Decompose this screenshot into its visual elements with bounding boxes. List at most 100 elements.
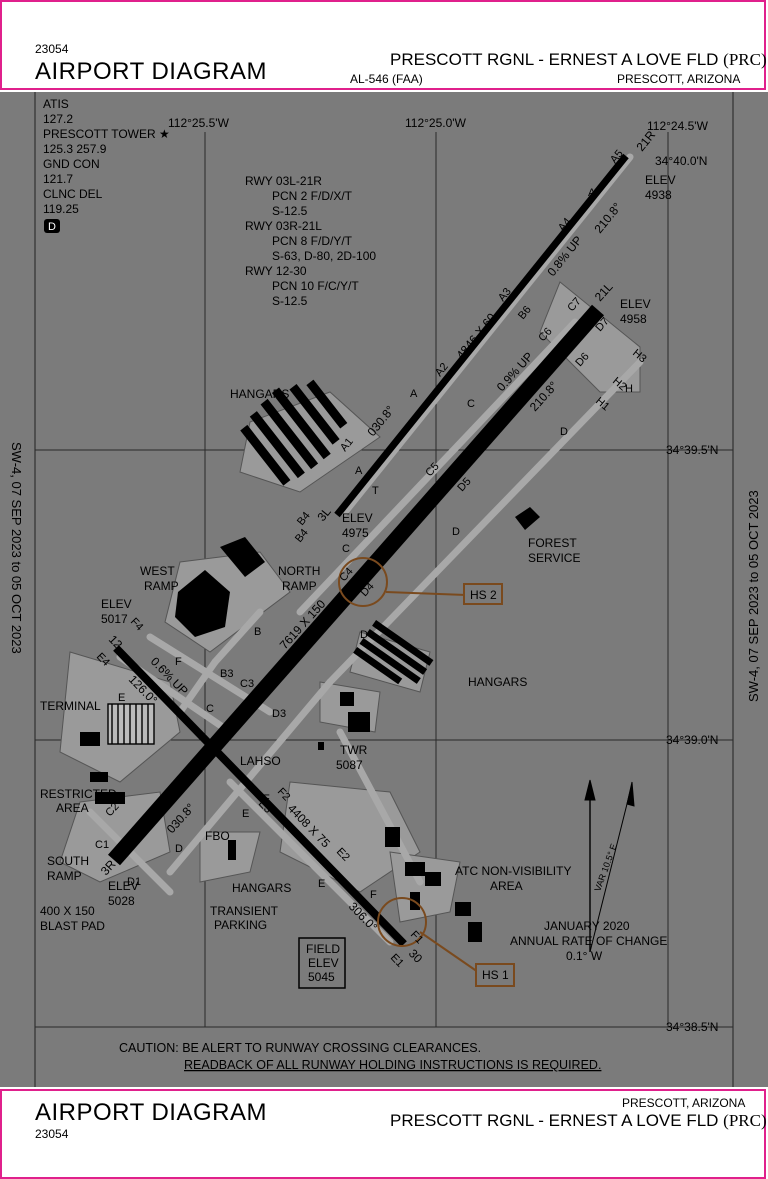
tower-freq: 125.3 257.9 bbox=[43, 142, 107, 156]
map-label: D1 bbox=[127, 876, 141, 888]
side-note-left: SW-4, 07 SEP 2023 to 05 OCT 2023 bbox=[9, 442, 24, 654]
map-label: ATC NON-VISIBILITY bbox=[455, 864, 571, 878]
field-elev-box bbox=[298, 937, 346, 989]
map-label: BLAST PAD bbox=[40, 919, 105, 933]
map-label: C bbox=[467, 398, 475, 410]
map-label: E bbox=[242, 808, 249, 820]
hs1-box bbox=[475, 963, 515, 987]
map-label: HS 1 bbox=[482, 968, 509, 982]
map-label: D3 bbox=[272, 708, 286, 720]
footer-airport-name: PRESCOTT RGNL - ERNEST A LOVE FLD (PRC) bbox=[390, 1111, 767, 1130]
map-label: F bbox=[263, 793, 270, 805]
map-label: ELEV bbox=[108, 879, 139, 893]
map-label: D bbox=[48, 221, 56, 233]
map-label: B3 bbox=[220, 668, 233, 680]
caution-line-2: READBACK OF ALL RUNWAY HOLDING INSTRUCTI… bbox=[184, 1058, 601, 1072]
map-label: C bbox=[342, 543, 350, 555]
map-label: SERVICE bbox=[528, 551, 580, 565]
map-label: C1 bbox=[95, 839, 109, 851]
hs2-box bbox=[463, 583, 503, 605]
map-label: HANGARS bbox=[468, 675, 527, 689]
pcn-4: PCN 8 F/D/Y/T bbox=[272, 234, 353, 248]
al-number: AL-546 (FAA) bbox=[350, 72, 423, 86]
d-badge bbox=[44, 219, 60, 233]
map-label: 5087 bbox=[336, 758, 363, 772]
clnc-label: CLNC DEL bbox=[43, 187, 103, 201]
runway-03l-21r bbox=[334, 153, 629, 518]
map-label: ELEV bbox=[101, 597, 132, 611]
map-label: ELEV bbox=[342, 511, 373, 525]
header-band: 23054 AIRPORT DIAGRAM PRESCOTT RGNL - ER… bbox=[0, 0, 767, 90]
airport-diagram: ATIS 127.2 PRESCOTT TOWER ★ 125.3 257.9 … bbox=[0, 92, 768, 1087]
pcn-6: RWY 12-30 bbox=[245, 264, 307, 278]
side-note-right: SW-4, 07 SEP 2023 to 05 OCT 2023 bbox=[746, 490, 761, 702]
atis-label: ATIS bbox=[43, 97, 69, 111]
footer-volume-number: 23054 bbox=[35, 1127, 69, 1141]
terminal-restricted-area bbox=[107, 703, 155, 745]
lat-390: 34°39.0'N bbox=[666, 733, 718, 747]
pcn-5: S-63, D-80, 2D-100 bbox=[272, 249, 376, 263]
gnd-freq: 121.7 bbox=[43, 172, 73, 186]
buildings bbox=[80, 379, 540, 942]
footer-band: AIRPORT DIAGRAM 23054 PRESCOTT, ARIZONA … bbox=[0, 1089, 767, 1179]
map-label: FIELD bbox=[306, 942, 340, 956]
map-label: 5017 bbox=[101, 612, 128, 626]
map-label: AREA bbox=[490, 879, 523, 893]
map-label: A bbox=[410, 388, 418, 400]
map-label: F bbox=[370, 889, 377, 901]
lon-left: 112°25.5'W bbox=[168, 116, 230, 130]
map-label: JANUARY 2020 bbox=[544, 919, 630, 933]
map-label: H bbox=[625, 383, 633, 395]
map-label: HS 2 bbox=[470, 588, 497, 602]
map-label: NORTH bbox=[278, 564, 320, 578]
pcn-1: PCN 2 F/D/X/T bbox=[272, 189, 353, 203]
map-label: 0.1° W bbox=[566, 949, 603, 963]
map-label: SOUTH bbox=[47, 854, 89, 868]
map-label: D bbox=[175, 843, 183, 855]
footer-location: PRESCOTT, ARIZONA bbox=[622, 1096, 746, 1110]
map-label: PARKING bbox=[214, 918, 267, 932]
lon-mid: 112°25.0'W bbox=[405, 116, 467, 130]
footer-title: AIRPORT DIAGRAM bbox=[35, 1099, 267, 1126]
map-label: 400 X 150 bbox=[40, 904, 95, 918]
map-label: RAMP bbox=[47, 869, 82, 883]
map-label: HANGARS bbox=[232, 881, 291, 895]
map-label: ELEV bbox=[620, 297, 651, 311]
map-label: TERMINAL bbox=[40, 699, 101, 713]
map-label: 4975 bbox=[342, 526, 369, 540]
map-label: HANGARS bbox=[230, 387, 289, 401]
pcn-8: S-12.5 bbox=[272, 294, 308, 308]
hs1-circle bbox=[377, 897, 427, 947]
map-label: RESTRICTED bbox=[40, 787, 117, 801]
runway-12-30 bbox=[113, 645, 407, 947]
map-label: 4938 bbox=[645, 188, 672, 202]
page-title: AIRPORT DIAGRAM bbox=[35, 58, 267, 85]
map-label: FOREST bbox=[528, 536, 577, 550]
map-label: WEST bbox=[140, 564, 175, 578]
atis-freq: 127.2 bbox=[43, 112, 73, 126]
caution-line-1: CAUTION: BE ALERT TO RUNWAY CROSSING CLE… bbox=[119, 1041, 481, 1055]
runways bbox=[107, 153, 629, 947]
map-label: LAHSO bbox=[240, 754, 281, 768]
volume-number: 23054 bbox=[35, 42, 69, 56]
airport-name: PRESCOTT RGNL - ERNEST A LOVE FLD (PRC) bbox=[390, 50, 767, 69]
clnc-freq: 119.25 bbox=[43, 202, 79, 216]
map-label: ELEV bbox=[645, 173, 676, 187]
map-label: D bbox=[560, 426, 568, 438]
map-label: C3 bbox=[240, 678, 254, 690]
map-label: T bbox=[372, 485, 379, 497]
lat-top: 34°40.0'N bbox=[655, 154, 707, 168]
map-label: E bbox=[118, 692, 125, 704]
map-label: D bbox=[360, 629, 368, 641]
map-label: B bbox=[254, 626, 261, 638]
tower-label: PRESCOTT TOWER ★ bbox=[43, 127, 170, 141]
north-arrow bbox=[584, 779, 635, 953]
pcn-7: PCN 10 F/C/Y/T bbox=[272, 279, 359, 293]
map-label: F bbox=[175, 656, 182, 668]
map-label: D bbox=[452, 526, 460, 538]
map-label: TWR bbox=[340, 743, 368, 757]
pcn-3: RWY 03R-21L bbox=[245, 219, 322, 233]
map-label: ANNUAL RATE OF CHANGE bbox=[510, 934, 667, 948]
map-label: TRANSIENT bbox=[210, 904, 279, 918]
map-label: C bbox=[206, 703, 214, 715]
